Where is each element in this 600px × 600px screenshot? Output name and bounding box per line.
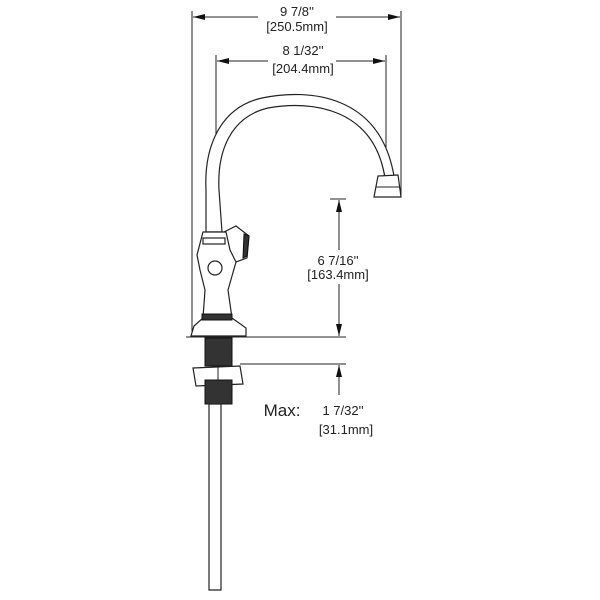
lever-pivot — [207, 260, 223, 276]
body-collar — [202, 237, 226, 245]
deck-thickness-dimension: Max: 1 7/32'' [31.1mm] — [264, 365, 373, 437]
faucet-body — [190, 231, 247, 337]
body-base-band — [201, 313, 233, 321]
spout-height-imperial: 6 7/16'' — [317, 253, 358, 268]
lower-threaded-shank — [204, 379, 233, 405]
spout — [205, 93, 395, 233]
spout-height-dimension: 6 7/16'' [163.4mm] — [307, 200, 369, 336]
threaded-shank — [204, 337, 233, 367]
deck-thickness-metric: [31.1mm] — [319, 422, 373, 437]
spout-nozzle — [373, 174, 402, 198]
deck-thickness-prefix: Max: — [264, 401, 301, 420]
overall-width-dimension: 9 7/8'' [250.5mm] — [193, 4, 400, 34]
spout-reach-metric: [204.4mm] — [272, 61, 333, 76]
sprayer-handle-shading — [242, 233, 250, 259]
supply-tube — [208, 403, 222, 591]
spout-reach-imperial: 8 1/32'' — [282, 43, 323, 58]
spout-reach-dimension: 8 1/32'' [204.4mm] — [217, 43, 385, 76]
overall-width-imperial: 9 7/8'' — [280, 4, 314, 19]
extension-lines — [186, 11, 402, 365]
faucet-drawing — [190, 93, 402, 591]
overall-width-metric: [250.5mm] — [266, 19, 327, 34]
deck-thickness-imperial: 1 7/32'' — [322, 403, 363, 418]
spout-height-metric: [163.4mm] — [307, 267, 368, 282]
